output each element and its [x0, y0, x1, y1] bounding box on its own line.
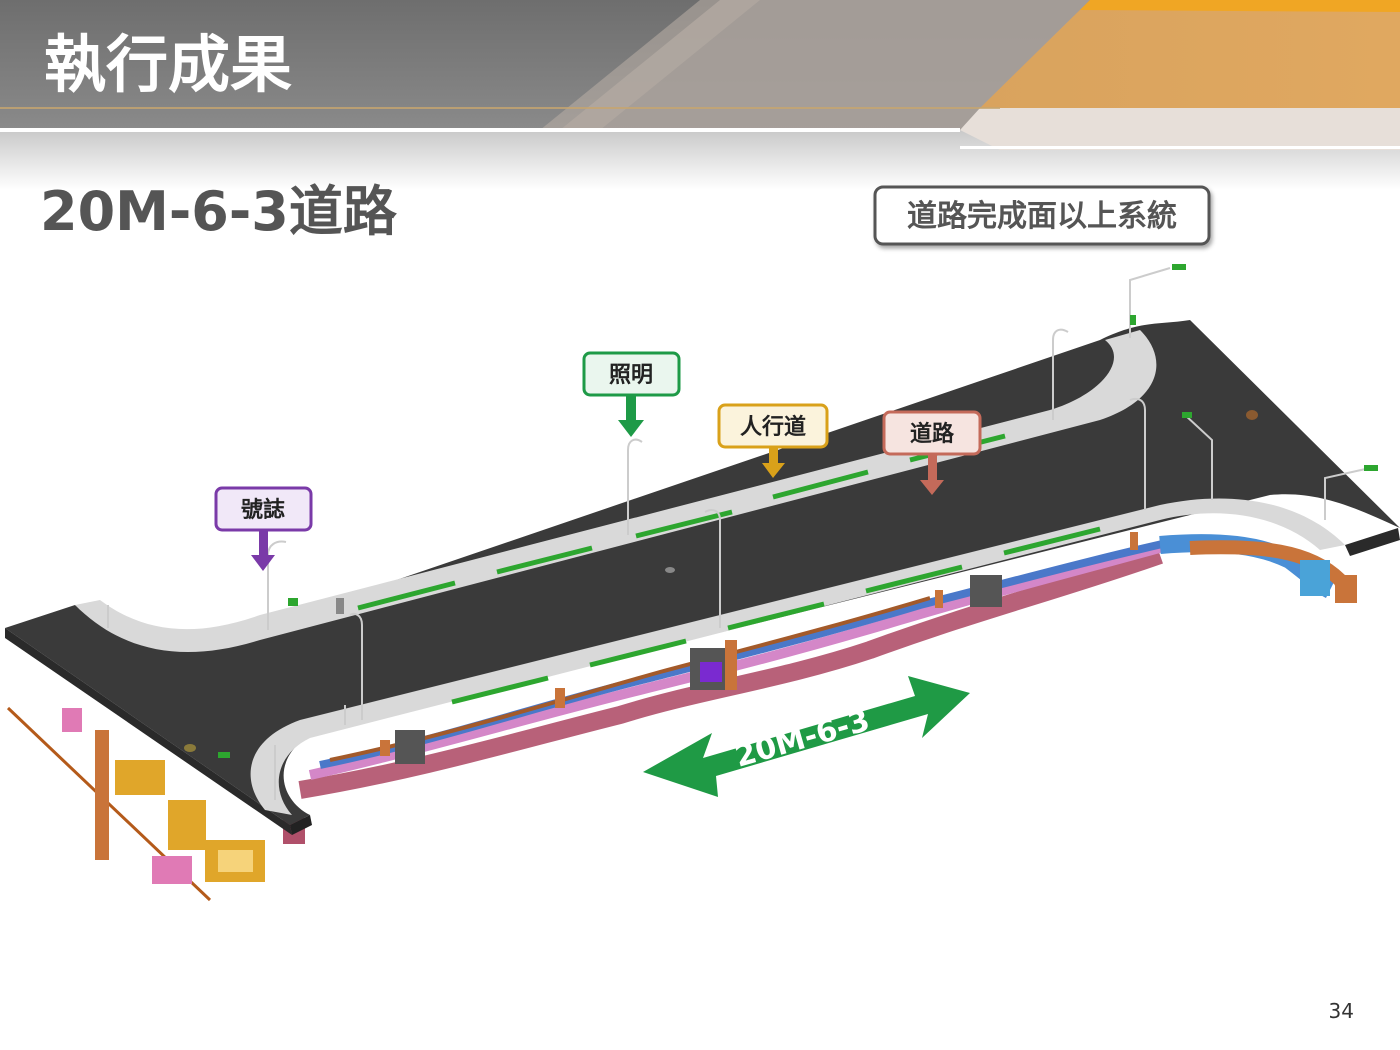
callout-lighting: 照明	[582, 351, 681, 437]
callout-sidewalk-label: 人行道	[740, 414, 806, 440]
callout-lighting-label: 照明	[609, 363, 653, 388]
callout-signal: 號誌	[214, 486, 313, 571]
road-fixtures	[184, 410, 1258, 752]
callout-road-label: 道路	[910, 421, 955, 447]
callout-signal-label: 號誌	[241, 497, 285, 523]
page-number: 34	[1329, 999, 1354, 1023]
system-label-text: 道路完成面以上系統	[907, 199, 1177, 234]
underground-utilities	[298, 375, 1357, 799]
header-band	[0, 0, 1400, 190]
road-model	[5, 320, 1400, 835]
callout-road: 道路	[882, 410, 982, 495]
system-label-box	[873, 185, 1211, 246]
street-furniture	[107, 267, 1371, 800]
near-green-stripes	[451, 526, 1101, 705]
asphalt-surface	[5, 320, 1400, 825]
page-title: 執行成果	[44, 28, 292, 101]
left-substructure	[6, 706, 305, 902]
section-subtitle: 20M-6-3道路	[40, 180, 398, 243]
road-extent-arrow	[643, 676, 970, 797]
road-extent-label: 20M-6-3	[731, 703, 874, 775]
signal-heads	[218, 264, 1378, 758]
callout-sidewalk: 人行道	[717, 403, 829, 478]
